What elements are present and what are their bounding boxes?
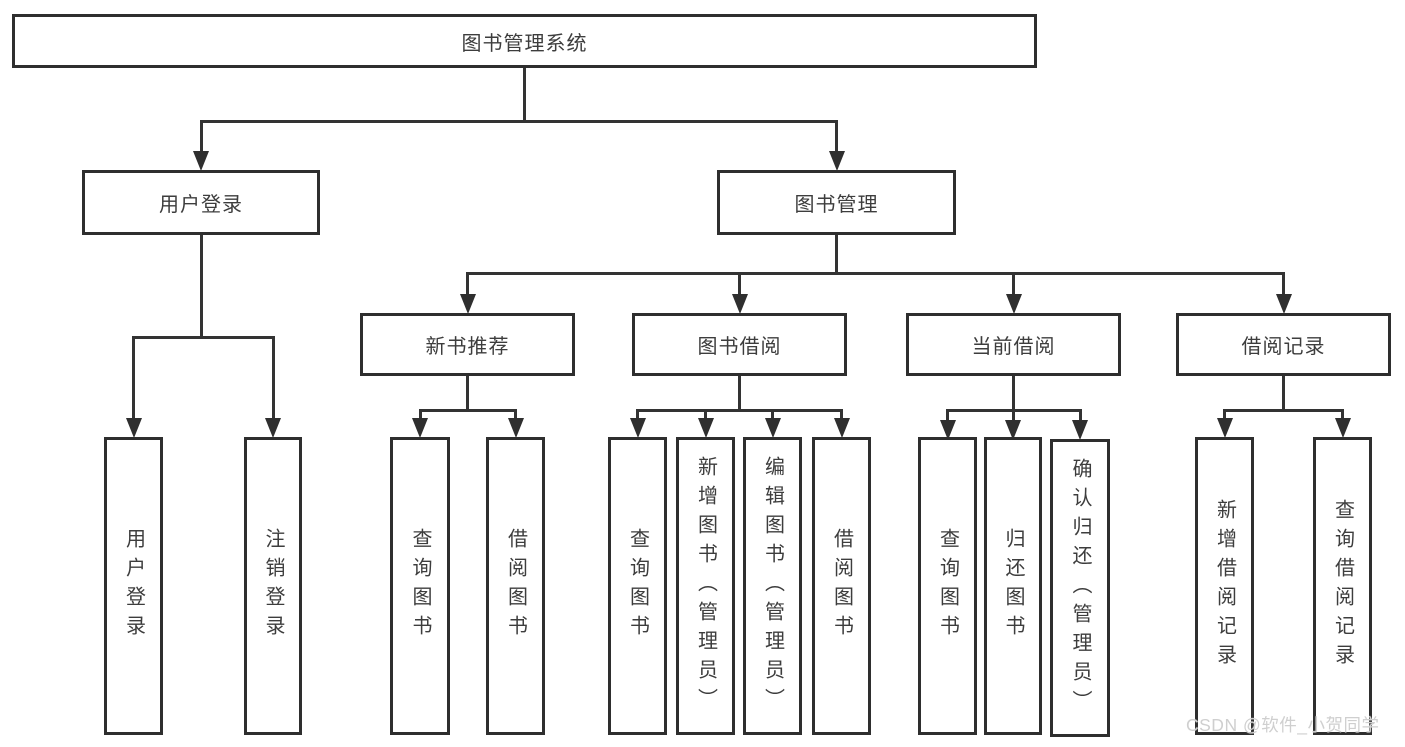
leaf-add-borrow-record: 新增借阅记录 [1195,437,1254,735]
arrow-down-icon [265,418,281,438]
leaf-query-books: 查询图书 [918,437,977,735]
connector-line [738,272,741,297]
arrow-down-icon [193,151,209,171]
node-current-borrowing: 当前借阅 [906,313,1121,376]
arrow-down-icon [125,418,142,438]
node-library-system: 图书管理系统 [12,14,1037,68]
connector-line [1012,272,1015,297]
connector-line [835,235,838,275]
arrow-down-icon [833,418,850,438]
leaf-add-book-admin: 新增图书（管理员） [676,437,735,735]
arrow-down-icon [459,294,476,314]
leaf-borrow-books: 借阅图书 [812,437,871,735]
connector-line [636,409,843,412]
node-book-borrowing: 图书借阅 [632,313,847,376]
arrow-down-icon [1275,294,1292,314]
arrow-down-icon [764,418,781,438]
arrow-down-icon [1005,420,1021,440]
arrow-down-icon [1072,420,1088,440]
connector-line [418,409,517,412]
csdn-watermark: CSDN @软件_小贺同学 [1186,715,1380,735]
node-new-book-recommendation: 新书推荐 [360,313,575,376]
connector-line [514,409,517,421]
connector-line [738,376,741,412]
leaf-logout: 注销登录 [244,437,302,735]
connector-line [523,68,526,123]
connector-line [466,376,469,412]
connector-line [1282,272,1285,297]
connector-line [199,235,203,339]
connector-line [1012,376,1015,412]
node-borrowing-records: 借阅记录 [1176,313,1391,376]
connector-line [704,409,707,421]
arrow-down-icon [939,420,956,440]
connector-line [1078,409,1082,423]
connector-line [466,272,1285,275]
leaf-query-books: 查询图书 [608,437,667,735]
leaf-edit-book-admin: 编辑图书（管理员） [743,437,802,735]
arrow-down-icon [731,294,748,314]
connector-line [1282,376,1285,412]
connector-line [1011,409,1015,423]
connector-line [418,409,422,421]
arrow-down-icon [697,418,714,438]
arrow-down-icon [828,151,845,171]
leaf-query-borrow-record: 查询借阅记录 [1313,437,1372,735]
connector-line [771,409,774,421]
connector-line [199,120,838,123]
connector-line [636,409,639,421]
connector-line [946,409,949,423]
leaf-user-login: 用户登录 [104,437,163,735]
arrow-down-icon [507,418,524,438]
connector-line [835,120,838,154]
connector-line [1223,409,1226,421]
node-user-login: 用户登录 [82,170,320,235]
connector-line [199,120,203,154]
connector-line [1341,409,1344,421]
leaf-confirm-return-admin: 确认归还（管理员） [1050,439,1110,737]
connector-line [132,336,275,339]
leaf-return-books: 归还图书 [984,437,1042,735]
arrow-down-icon [1005,294,1022,314]
connector-line [271,336,275,421]
connector-line [840,409,843,421]
arrow-down-icon [1334,418,1351,438]
leaf-borrow-books: 借阅图书 [486,437,545,735]
node-book-management: 图书管理 [717,170,956,235]
arrow-down-icon [629,418,646,438]
arrow-down-icon [412,418,428,438]
leaf-query-books: 查询图书 [390,437,450,735]
arrow-down-icon [1216,418,1233,438]
connector-line [132,336,135,421]
connector-line [1223,409,1344,412]
connector-line [466,272,469,297]
